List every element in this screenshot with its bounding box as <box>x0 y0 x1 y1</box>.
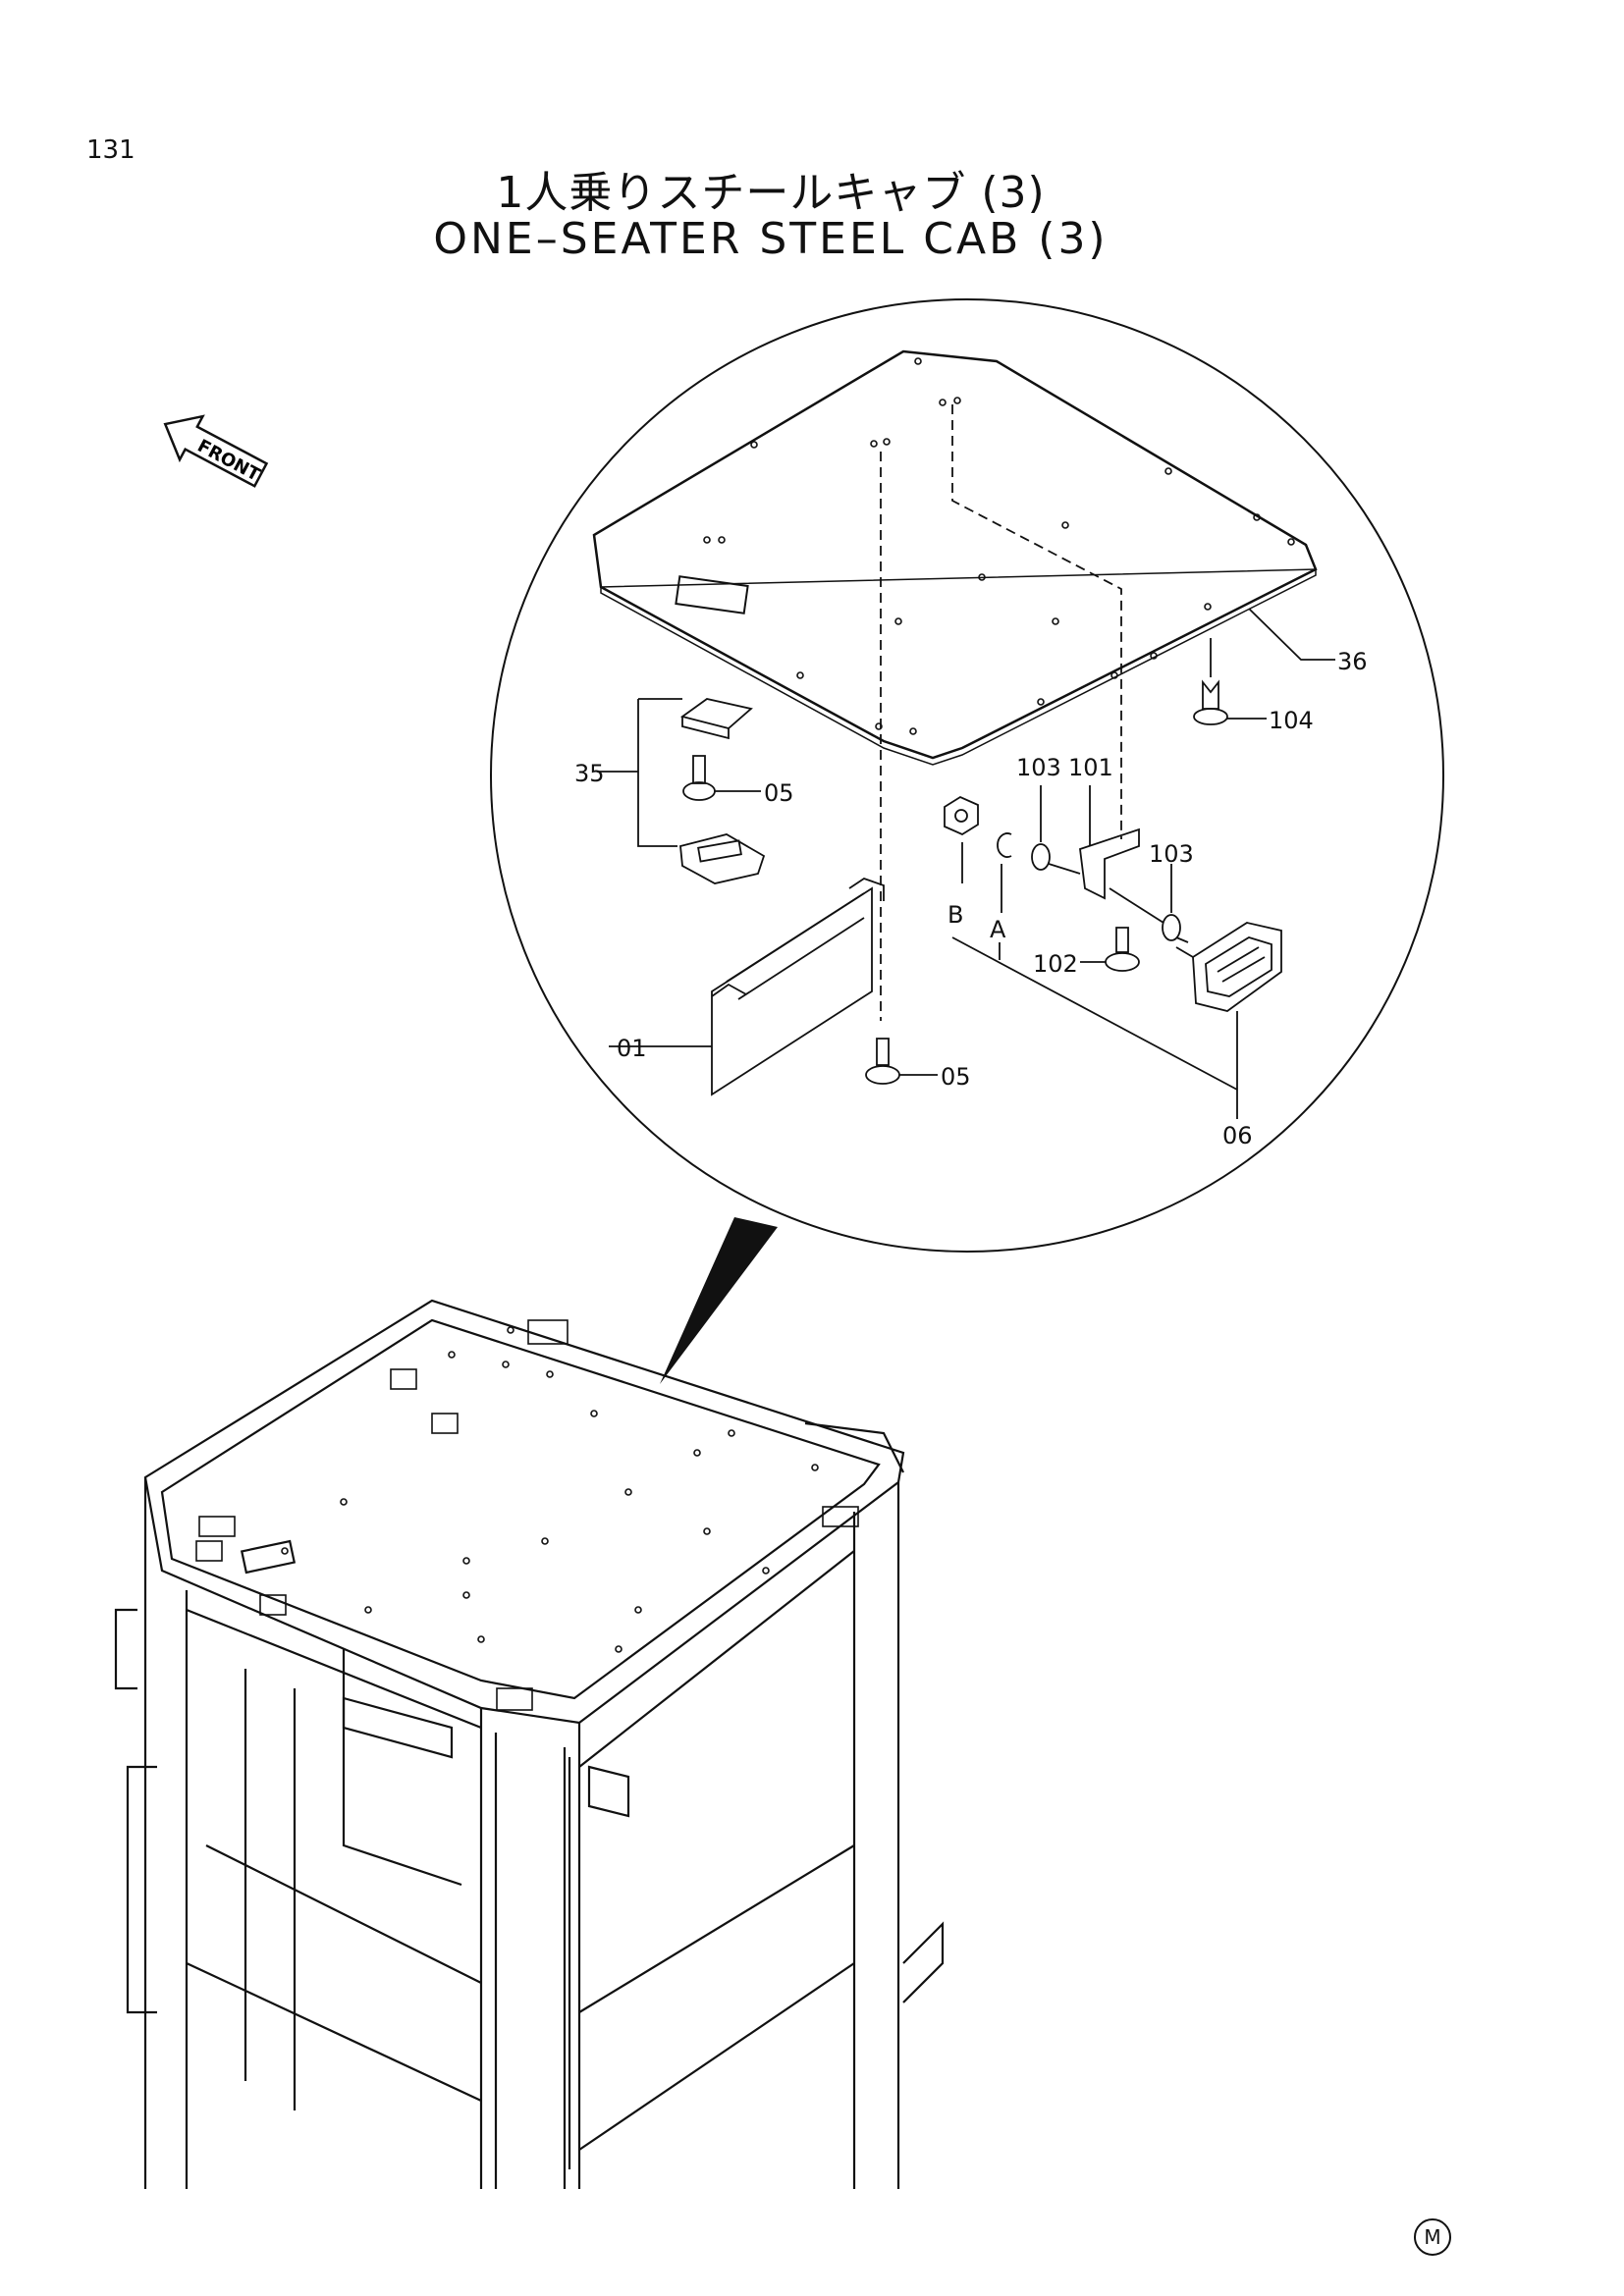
callout-05-upper: 05 <box>764 779 794 807</box>
page-number: 131 <box>86 135 135 165</box>
title-english: ONE–SEATER STEEL CAB (3) <box>433 214 1109 264</box>
callout-101: 101 <box>1068 754 1113 781</box>
callout-05-lower: 05 <box>941 1063 971 1091</box>
callout-A: A <box>990 916 1006 943</box>
m-mark: M <box>1414 2218 1451 2256</box>
callout-B: B <box>947 901 963 929</box>
roof-panel <box>592 349 1318 766</box>
detail-pointer <box>660 1217 778 1384</box>
callout-06: 06 <box>1222 1122 1253 1149</box>
callout-35: 35 <box>574 760 605 787</box>
callout-103b: 103 <box>1149 840 1194 868</box>
front-arrow-icon: FRONT <box>163 414 269 488</box>
cab-frame <box>114 1299 945 2189</box>
callout-36: 36 <box>1337 648 1368 675</box>
callout-01: 01 <box>617 1035 647 1062</box>
callout-103a: 103 <box>1016 754 1061 781</box>
callout-104: 104 <box>1269 707 1314 734</box>
detail-circle <box>490 298 1444 1253</box>
callout-102: 102 <box>1033 950 1078 978</box>
title-japanese: 1人乗りスチールキャブ (3) <box>496 168 1046 218</box>
